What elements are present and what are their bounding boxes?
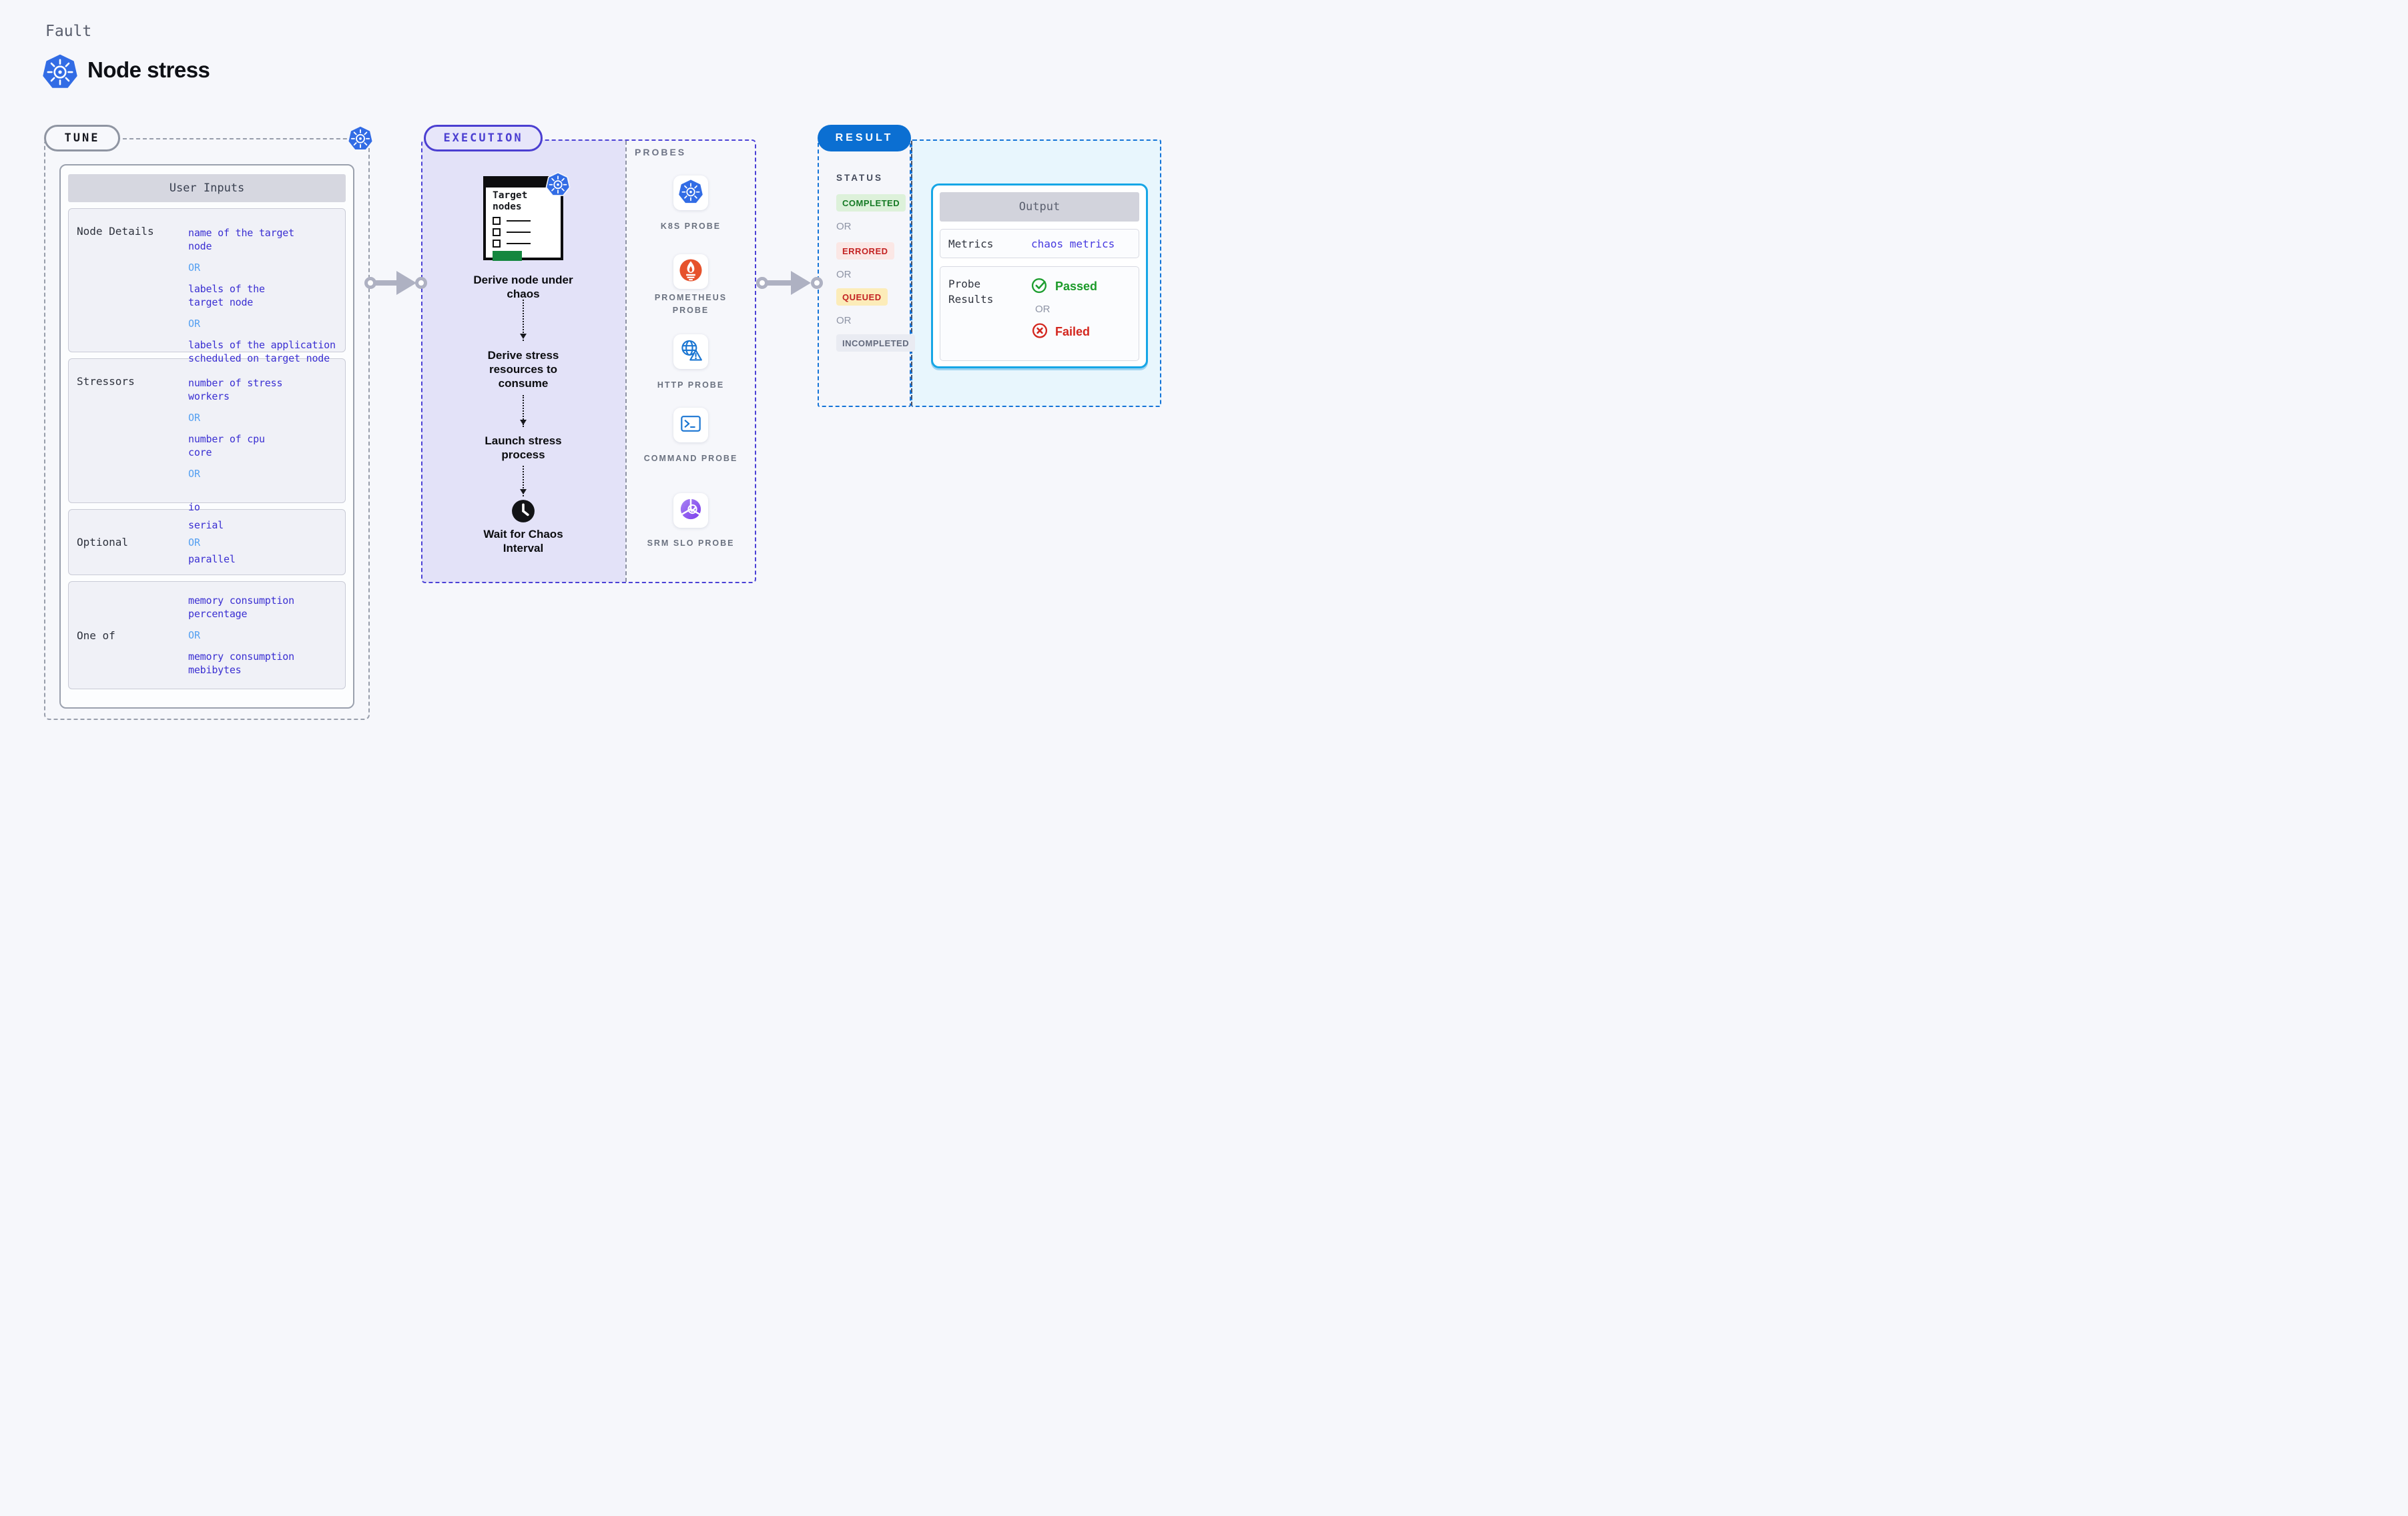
output-card: Output Metrics chaos metrics Probe Resul… xyxy=(931,183,1148,368)
row-value: number of cpu core xyxy=(188,433,265,459)
flow-connector xyxy=(520,395,527,427)
or-separator: OR xyxy=(188,318,201,330)
status-badge-queued: QUEUED xyxy=(836,288,888,306)
status-list: STATUS COMPLETED OR ERRORED OR QUEUED OR… xyxy=(836,173,916,352)
execution-probes-divider xyxy=(625,141,627,582)
pie-check-icon xyxy=(679,497,703,524)
kubernetes-icon xyxy=(545,170,571,198)
checkbox-icon xyxy=(493,228,501,236)
probe-label: COMMAND PROBE xyxy=(643,454,738,463)
flow-connector xyxy=(520,466,527,496)
user-inputs-header: User Inputs xyxy=(68,174,346,202)
clock-icon xyxy=(511,499,535,523)
row-value: labels of the application scheduled on t… xyxy=(188,339,336,365)
step-derive-stress-resources: Derive stress resources to consume xyxy=(487,349,559,390)
metrics-row: Metrics chaos metrics xyxy=(940,229,1139,258)
user-inputs-table: User Inputs Node Details name of the tar… xyxy=(59,164,354,709)
x-circle-icon xyxy=(1031,322,1048,342)
checklist-item xyxy=(493,216,561,225)
probe-card-prometheus xyxy=(673,254,708,289)
status-output-divider xyxy=(911,141,912,406)
clipboard-title: Target nodes xyxy=(493,190,528,213)
or-separator: OR xyxy=(188,262,201,274)
execution-pill: EXECUTION xyxy=(424,125,543,151)
check-circle-icon xyxy=(1031,276,1048,297)
clipboard-header-bar xyxy=(486,179,561,187)
output-header: Output xyxy=(940,192,1139,222)
checkbox-icon xyxy=(493,239,501,248)
probe-card-command xyxy=(673,408,708,442)
tune-pill: TUNE xyxy=(44,125,120,151)
row-value: number of stress workers xyxy=(188,377,283,403)
or-separator: OR xyxy=(836,315,852,326)
row-value: parallel xyxy=(188,552,236,565)
probe-card-k8s xyxy=(673,175,708,210)
table-row-one-of: One of memory consumption percentage OR … xyxy=(68,581,346,689)
progress-bar xyxy=(493,250,522,261)
row-value: serial xyxy=(188,519,224,532)
probe-label: K8S PROBE xyxy=(660,222,721,231)
fault-kicker: Fault xyxy=(45,23,92,40)
checklist-item xyxy=(493,239,561,248)
checkbox-icon xyxy=(493,216,501,225)
probe-result-passed: Passed xyxy=(1031,276,1097,297)
k8s-icon xyxy=(679,179,703,207)
row-label: Optional xyxy=(77,536,129,548)
probe-result-failed: Failed xyxy=(1031,322,1097,342)
probe-card-http xyxy=(673,334,708,369)
page-title: Node stress xyxy=(87,57,210,82)
row-label: One of xyxy=(77,629,115,642)
tune-section xyxy=(44,138,370,720)
or-separator: OR xyxy=(836,269,852,280)
node-stress-fault-diagram: Fault Node stress TUNE User Inputs Node … xyxy=(0,0,1204,758)
probe-results-label: Probe Results xyxy=(948,278,994,306)
step-wait-chaos-interval: Wait for Chaos Interval xyxy=(483,528,563,555)
row-value: name of the target node xyxy=(188,227,294,253)
tune-to-execution-arrow xyxy=(364,270,427,296)
execution-to-result-arrow xyxy=(756,270,823,296)
table-row-node-details: Node Details name of the target node OR … xyxy=(68,208,346,364)
step-derive-node: Derive node under chaos xyxy=(473,274,573,301)
execution-section xyxy=(421,139,756,583)
checklist-item xyxy=(493,228,561,236)
metrics-value: chaos metrics xyxy=(1031,237,1115,250)
probe-label: PROMETHEUS PROBE xyxy=(654,293,727,316)
probe-card-srm-slo xyxy=(673,493,708,528)
row-label: Node Details xyxy=(77,225,154,238)
metrics-label: Metrics xyxy=(948,237,994,250)
http-globe-warning-icon xyxy=(679,338,703,366)
or-separator: OR xyxy=(188,629,201,641)
kubernetes-icon xyxy=(346,123,374,153)
row-label: Stressors xyxy=(77,375,135,388)
row-value: memory consumption mebibytes xyxy=(188,651,294,677)
probe-results-row: Probe Results Passed OR Failed xyxy=(940,266,1139,361)
row-value: io xyxy=(188,501,200,514)
prometheus-icon xyxy=(679,258,703,286)
or-separator: OR xyxy=(836,221,852,232)
status-badge-errored: ERRORED xyxy=(836,242,894,260)
or-separator: OR xyxy=(1035,304,1050,315)
row-value: memory consumption percentage xyxy=(188,594,294,620)
terminal-icon xyxy=(679,412,703,439)
or-separator: OR xyxy=(188,536,201,548)
result-status-section xyxy=(818,139,911,407)
table-row-stressors: Stressors number of stress workers OR nu… xyxy=(68,358,346,513)
or-separator: OR xyxy=(188,468,201,480)
row-value: labels of the target node xyxy=(188,283,265,309)
probes-title: PROBES xyxy=(635,147,687,157)
kubernetes-icon xyxy=(43,53,77,89)
probe-label: SRM SLO PROBE xyxy=(647,538,735,548)
probe-label: HTTP PROBE xyxy=(657,380,725,390)
or-separator: OR xyxy=(188,412,201,424)
target-nodes-clipboard: Target nodes xyxy=(483,176,563,261)
flow-connector xyxy=(520,300,527,341)
status-title: STATUS xyxy=(836,173,883,183)
result-pill: RESULT xyxy=(818,125,911,151)
status-badge-completed: COMPLETED xyxy=(836,194,906,212)
table-row-optional: Optional serial OR parallel xyxy=(68,509,346,575)
status-badge-incompleted: INCOMPLETED xyxy=(836,334,916,352)
step-launch-stress: Launch stress process xyxy=(485,434,562,462)
